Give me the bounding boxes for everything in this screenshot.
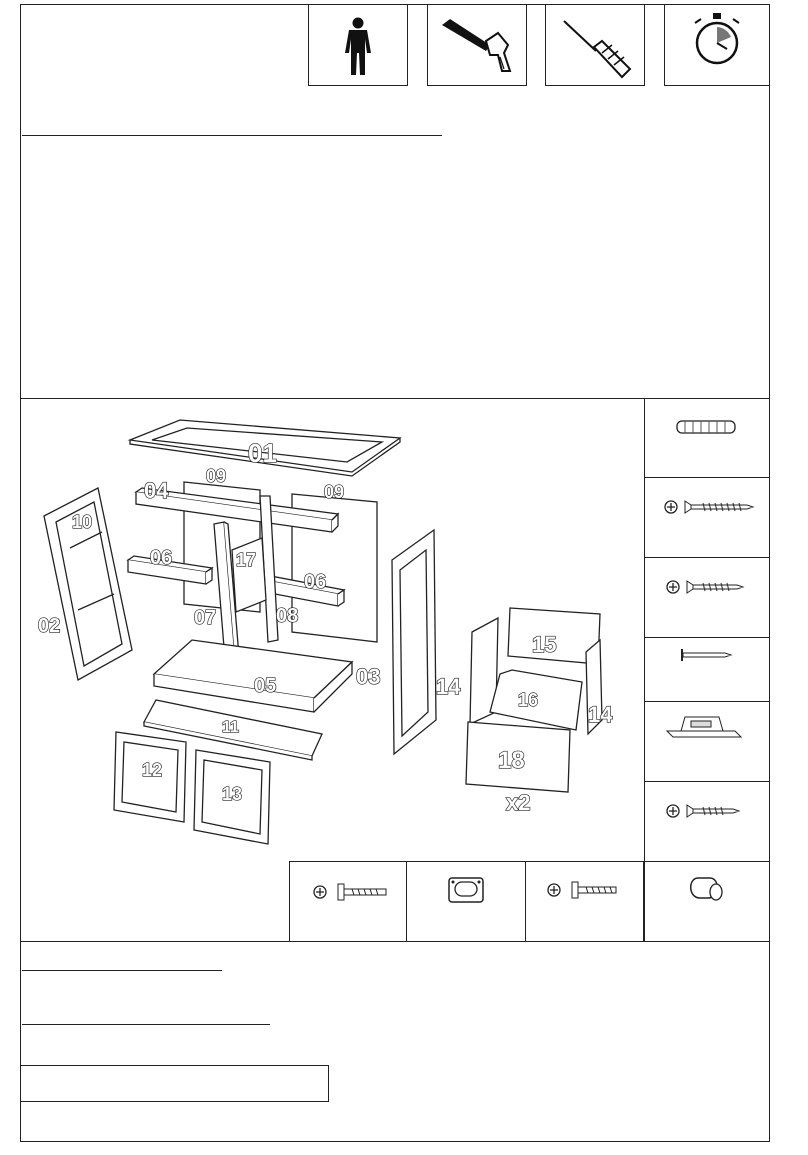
label-04: 04 (144, 478, 169, 503)
label-05: 05 (254, 675, 276, 697)
screwdriver-icon-box (545, 4, 645, 86)
hw-cell-dowel (645, 399, 769, 478)
hw-cell-long-screw (645, 477, 769, 558)
label-06b: 06 (304, 571, 326, 593)
wood-screw-icon (666, 580, 745, 594)
hw-cell-knob (644, 862, 770, 941)
person-icon (345, 17, 371, 75)
part-02-left-side (43, 487, 133, 681)
label-12: 12 (142, 760, 162, 780)
title-underline (22, 135, 442, 137)
hammer-icon-box (427, 4, 527, 86)
part-05-bottom-shelf (152, 639, 354, 713)
footer-rule-2 (22, 1024, 270, 1026)
label-02: 02 (38, 615, 60, 637)
part-drawer-assembly (465, 607, 603, 793)
part-11-plinth (143, 699, 323, 761)
part-07-08-posts (213, 495, 279, 673)
hardware-bottom-row (289, 862, 770, 942)
label-01: 01 (248, 438, 277, 468)
screwdriver-icon (563, 20, 632, 79)
hw-cell-machine-screw-1 (289, 862, 407, 941)
hardware-side-column (645, 399, 769, 861)
hw-cell-machine-screw-2 (526, 862, 644, 941)
machine-screw-icon (547, 881, 617, 899)
hw-cell-drawer-pull (407, 862, 526, 941)
long-wood-screw-icon (664, 500, 755, 514)
hardware-row-divider (289, 861, 770, 863)
label-06a: 06 (150, 547, 172, 569)
exploded-diagram: 01 04 09 09 10 06 17 06 07 08 02 05 03 1… (22, 400, 642, 860)
label-08: 08 (276, 605, 298, 627)
label-13: 13 (222, 784, 242, 804)
person-icon-box (308, 4, 408, 86)
hardware-column-divider (644, 398, 646, 942)
label-quantity: x2 (506, 790, 530, 815)
part-04-rail (134, 487, 340, 533)
label-15: 15 (532, 632, 556, 657)
label-10: 10 (72, 512, 92, 532)
label-03: 03 (356, 664, 380, 689)
stopwatch-icon (694, 13, 740, 65)
nail-icon (681, 649, 733, 661)
label-07: 07 (194, 607, 216, 629)
short-wood-screw-icon (666, 804, 741, 818)
label-17: 17 (236, 550, 256, 570)
part-03-right-side (391, 528, 437, 756)
machine-screw-icon (313, 883, 387, 901)
hammer-icon (442, 19, 512, 72)
label-16: 16 (518, 690, 538, 710)
knob-icon (690, 877, 723, 901)
label-14a: 14 (436, 674, 461, 699)
footer-field-box (20, 1065, 329, 1102)
label-11: 11 (222, 719, 239, 736)
dowel-icon (676, 420, 736, 434)
hw-cell-catch (645, 701, 769, 782)
footer-panel (20, 941, 770, 1142)
drawer-pull-icon (448, 877, 484, 903)
stopwatch-icon-box (664, 4, 770, 86)
label-09b: 09 (324, 482, 344, 502)
footer-rule-1 (22, 970, 222, 972)
hw-cell-short-screw (645, 781, 769, 861)
hw-cell-wood-screw (645, 557, 769, 638)
label-09a: 09 (206, 466, 226, 486)
part-12-13-doors (113, 731, 271, 845)
label-14b: 14 (588, 702, 613, 727)
magnetic-catch-icon (665, 716, 743, 738)
part-01-top (127, 419, 402, 477)
label-18: 18 (498, 747, 525, 774)
hw-cell-nail (645, 637, 769, 702)
